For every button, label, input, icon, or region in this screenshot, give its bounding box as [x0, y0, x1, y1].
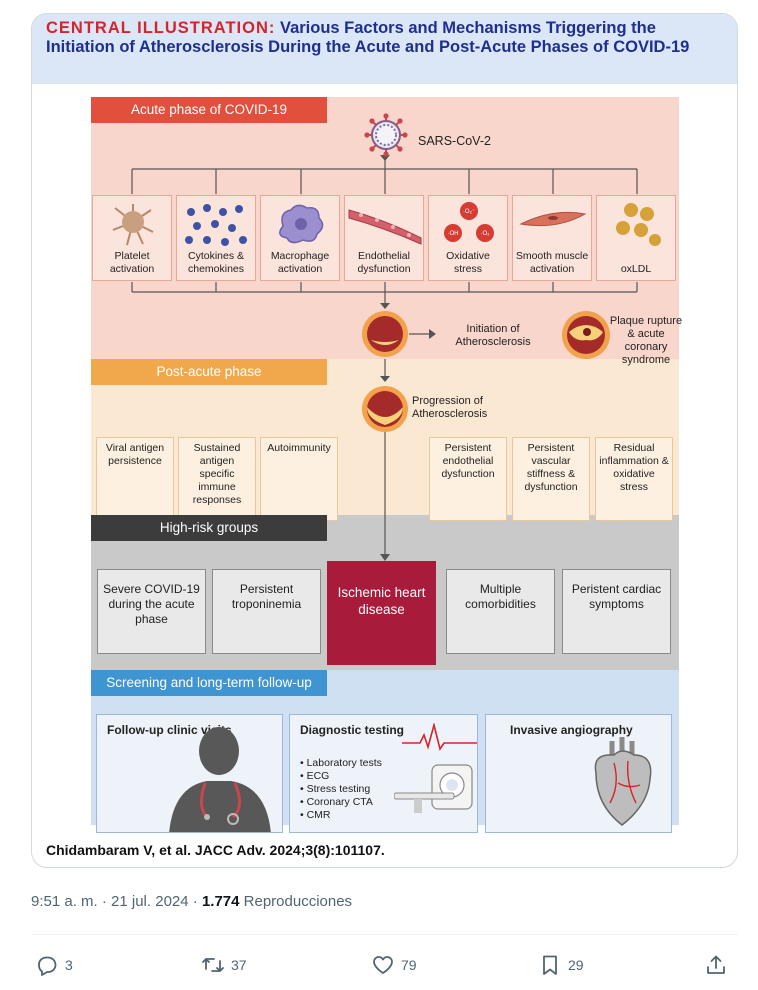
ct-scanner-icon	[394, 764, 473, 813]
views-label: Reproducciones	[239, 893, 353, 910]
repost-button[interactable]: 37	[201, 947, 247, 983]
post-factor-viral-antigen: Viral antigen persistence	[96, 437, 174, 521]
high-risk-tag: High-risk groups	[91, 515, 327, 541]
ros-label: ·O₂	[481, 231, 491, 237]
macrophage-icon	[279, 204, 324, 244]
factor-label: Endothelial dysfunction	[357, 250, 411, 275]
post-acute-tag: Post-acute phase	[91, 359, 327, 385]
post-factor-residual-inflammation: Residual inflammation & oxidative stress	[595, 437, 673, 521]
reply-count: 3	[65, 957, 73, 973]
diagnostic-item: • Coronary CTA	[300, 796, 373, 808]
reply-icon	[38, 956, 57, 976]
followup-label: Follow-up clinic visits	[107, 723, 232, 737]
illustration-header-label: CENTRAL ILLUSTRATION:	[46, 19, 276, 37]
central-illustration: Acute phase of COVID-19 SARS-CoV-2	[91, 97, 682, 833]
screening-tag: Screening and long-term follow-up	[91, 670, 327, 696]
post-actions: 3 37 79 29	[31, 947, 738, 983]
oxldl-icon	[616, 203, 661, 246]
ischemic-heart-disease-box: Ischemic heart disease	[327, 561, 436, 665]
post-factor-autoimmunity: Autoimmunity	[260, 437, 338, 521]
diagnostic-item: • Laboratory tests	[300, 757, 382, 769]
factor-label: Smooth muscle activation	[515, 250, 589, 275]
virus-label: SARS-CoV-2	[418, 134, 491, 148]
bookmark-button[interactable]: 29	[538, 947, 584, 983]
factor-cytokines: Cytokines & chemokines	[176, 195, 256, 281]
ecg-icon	[402, 723, 477, 751]
initiation-label: Initiation of Atherosclerosis	[455, 323, 531, 348]
doctor-icon	[169, 727, 271, 832]
repost-icon	[202, 958, 224, 972]
factor-oxidative-stress: ·O₂⁻ ·OH ·O₂ Oxidative stress	[428, 195, 508, 281]
citation: Chidambaram V, et al. JACC Adv. 2024;3(8…	[46, 842, 385, 858]
illustration-header: CENTRAL ILLUSTRATION: Various Factors an…	[32, 14, 737, 84]
oxidative-icon: ·O₂⁻ ·OH ·O₂	[444, 202, 494, 242]
ros-label: ·O₂⁻	[463, 209, 475, 215]
cytokines-icon	[185, 204, 247, 246]
diagnostic-box: Diagnostic testing • Laboratory tests • …	[289, 714, 478, 833]
artery-progression-icon	[362, 386, 408, 432]
factor-endothelial-dysfunction: Endothelial dysfunction	[344, 195, 424, 281]
post-timestamp[interactable]: 9:51 a. m. · 21 jul. 2024 · 1.774 Reprod…	[31, 893, 352, 910]
invasive-box: Invasive angiography	[485, 714, 672, 833]
risk-group-cardiac-symptoms: Peristent cardiac symptoms	[562, 569, 671, 654]
risk-group-troponinemia: Persistent troponinemia	[212, 569, 321, 654]
factor-smooth-muscle-activation: Smooth muscle activation	[512, 195, 592, 281]
endothelium-icon	[348, 209, 422, 245]
progression-label: Progression of Atherosclerosis	[412, 395, 488, 420]
like-count: 79	[401, 957, 417, 973]
heart-outline-icon	[373, 956, 393, 974]
factor-platelet-activation: Platelet activation	[92, 195, 172, 281]
factor-label: Cytokines & chemokines	[187, 250, 245, 275]
diagnostic-item: • CMR	[300, 809, 331, 821]
share-icon	[707, 955, 725, 974]
plaque-rupture-label: Plaque rupture & acute coronary syndrome	[609, 315, 683, 366]
invasive-label: Invasive angiography	[510, 723, 633, 737]
post-date[interactable]: 9:51 a. m. · 21 jul. 2024 ·	[31, 893, 202, 910]
acute-phase-tag: Acute phase of COVID-19	[91, 97, 327, 123]
flow-connectors	[131, 155, 638, 561]
like-button[interactable]: 79	[371, 947, 417, 983]
tweet-media-card[interactable]: CENTRAL ILLUSTRATION: Various Factors an…	[31, 13, 738, 868]
factor-oxldl: oxLDL	[596, 195, 676, 281]
repost-count: 37	[231, 957, 247, 973]
bookmark-count: 29	[568, 957, 584, 973]
diagnostic-item: • ECG	[300, 770, 330, 782]
risk-group-comorbidities: Multiple comorbidities	[446, 569, 555, 654]
diagnostic-label: Diagnostic testing	[300, 723, 405, 737]
followup-box: Follow-up clinic visits	[96, 714, 283, 833]
factor-label: Platelet activation	[109, 250, 155, 275]
post-factor-endothelial: Persistent endothelial dysfunction	[429, 437, 507, 521]
post-factor-sustained-immune: Sustained antigen specific immune respon…	[178, 437, 256, 521]
plaque-rupture-icon	[562, 311, 610, 359]
virus-icon	[364, 113, 408, 157]
bookmark-icon	[543, 955, 557, 975]
diagnostic-list: • Laboratory tests • ECG • Stress testin…	[300, 757, 382, 822]
factor-macrophage-activation: Macrophage activation	[260, 195, 340, 281]
views-count: 1.774	[201, 893, 240, 910]
factor-label: oxLDL	[620, 263, 652, 275]
smooth-muscle-icon	[519, 211, 587, 227]
factor-label: Macrophage activation	[270, 250, 330, 275]
share-button[interactable]	[704, 947, 734, 983]
ros-label: ·OH	[448, 231, 459, 237]
post-factor-vascular-stiffness: Persistent vascular stiffness & dysfunct…	[512, 437, 590, 521]
risk-group-severe-covid: Severe COVID-19 during the acute phase	[97, 569, 206, 654]
reply-button[interactable]: 3	[35, 947, 73, 983]
artery-initiation-icon	[362, 311, 408, 357]
platelet-icon	[112, 204, 154, 246]
divider	[31, 934, 738, 935]
factor-label: Oxidative stress	[446, 250, 490, 275]
diagnostic-item: • Stress testing	[300, 783, 371, 795]
heart-icon	[594, 737, 652, 826]
illustration-header-title: Various Factors and Mechanisms Triggerin…	[46, 19, 690, 56]
